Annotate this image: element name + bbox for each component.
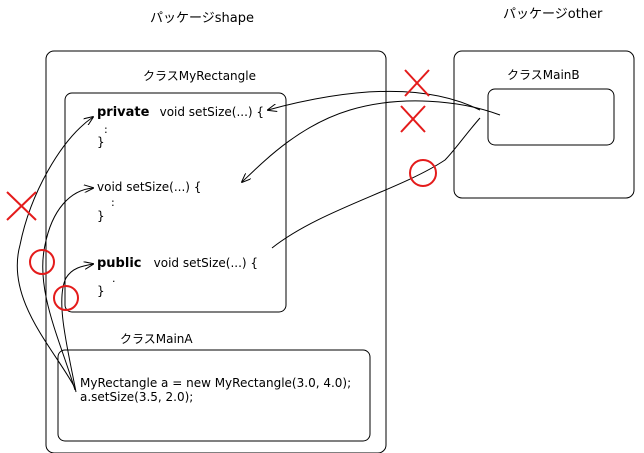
ng-mark-mainb-default — [400, 105, 426, 133]
svg-text:private void setSize(...: private void setSize(...) { — [97, 105, 264, 120]
class-maina-label: クラスMainA — [120, 332, 193, 346]
arrow-maina-to-default — [42, 188, 93, 391]
arrow-mainb-to-private — [268, 90, 481, 110]
class-mainb-box — [487, 88, 615, 146]
ok-mark-maina-public — [53, 285, 79, 311]
svg-text:public void setSize(...): public void setSize(...) { — [97, 256, 258, 271]
method-private-close: } — [97, 135, 105, 149]
method-default: void setSize(...) { : } — [97, 180, 201, 223]
ng-mark-mainb-private — [404, 69, 430, 97]
method-private-body: : — [104, 123, 108, 136]
arrow-mainb-to-public — [271, 117, 481, 249]
arrow-mainb-to-default — [242, 100, 501, 182]
method-public-modifier: public — [97, 256, 141, 271]
class-maina-box — [57, 349, 371, 442]
method-private-signature: void setSize(...) { — [160, 105, 264, 119]
ok-mark-mainb-public — [409, 159, 437, 187]
package-shape-label: パッケージshape — [150, 11, 254, 26]
method-private: private void setSize(...) { : } — [97, 105, 264, 149]
maina-code-line-2: a.setSize(3.5, 2.0); — [80, 390, 193, 404]
method-public-body: . — [112, 272, 116, 285]
class-myrectangle-box — [64, 92, 287, 313]
method-public-close: } — [97, 284, 105, 298]
maina-code-line-1: MyRectangle a = new MyRectangle(3.0, 4.0… — [80, 376, 351, 390]
class-myrectangle-label: クラスMyRectangle — [143, 69, 256, 83]
method-public-signature: void setSize(...) { — [154, 256, 258, 270]
ok-mark-maina-default — [29, 249, 55, 275]
package-shape-box — [45, 50, 387, 453]
method-default-body: : — [111, 196, 115, 209]
arrow-maina-to-public — [61, 264, 93, 393]
method-public: public void setSize(...) { . } — [97, 256, 258, 298]
class-mainb-label: クラスMainB — [507, 68, 580, 82]
method-default-signature: void setSize(...) { — [97, 180, 201, 194]
method-default-close: } — [97, 209, 105, 223]
method-private-modifier: private — [97, 105, 150, 120]
package-other-label: パッケージother — [503, 7, 603, 22]
package-other-box — [453, 50, 635, 199]
arrow-maina-to-private — [16, 117, 93, 389]
ng-mark-maina-private — [6, 191, 37, 221]
